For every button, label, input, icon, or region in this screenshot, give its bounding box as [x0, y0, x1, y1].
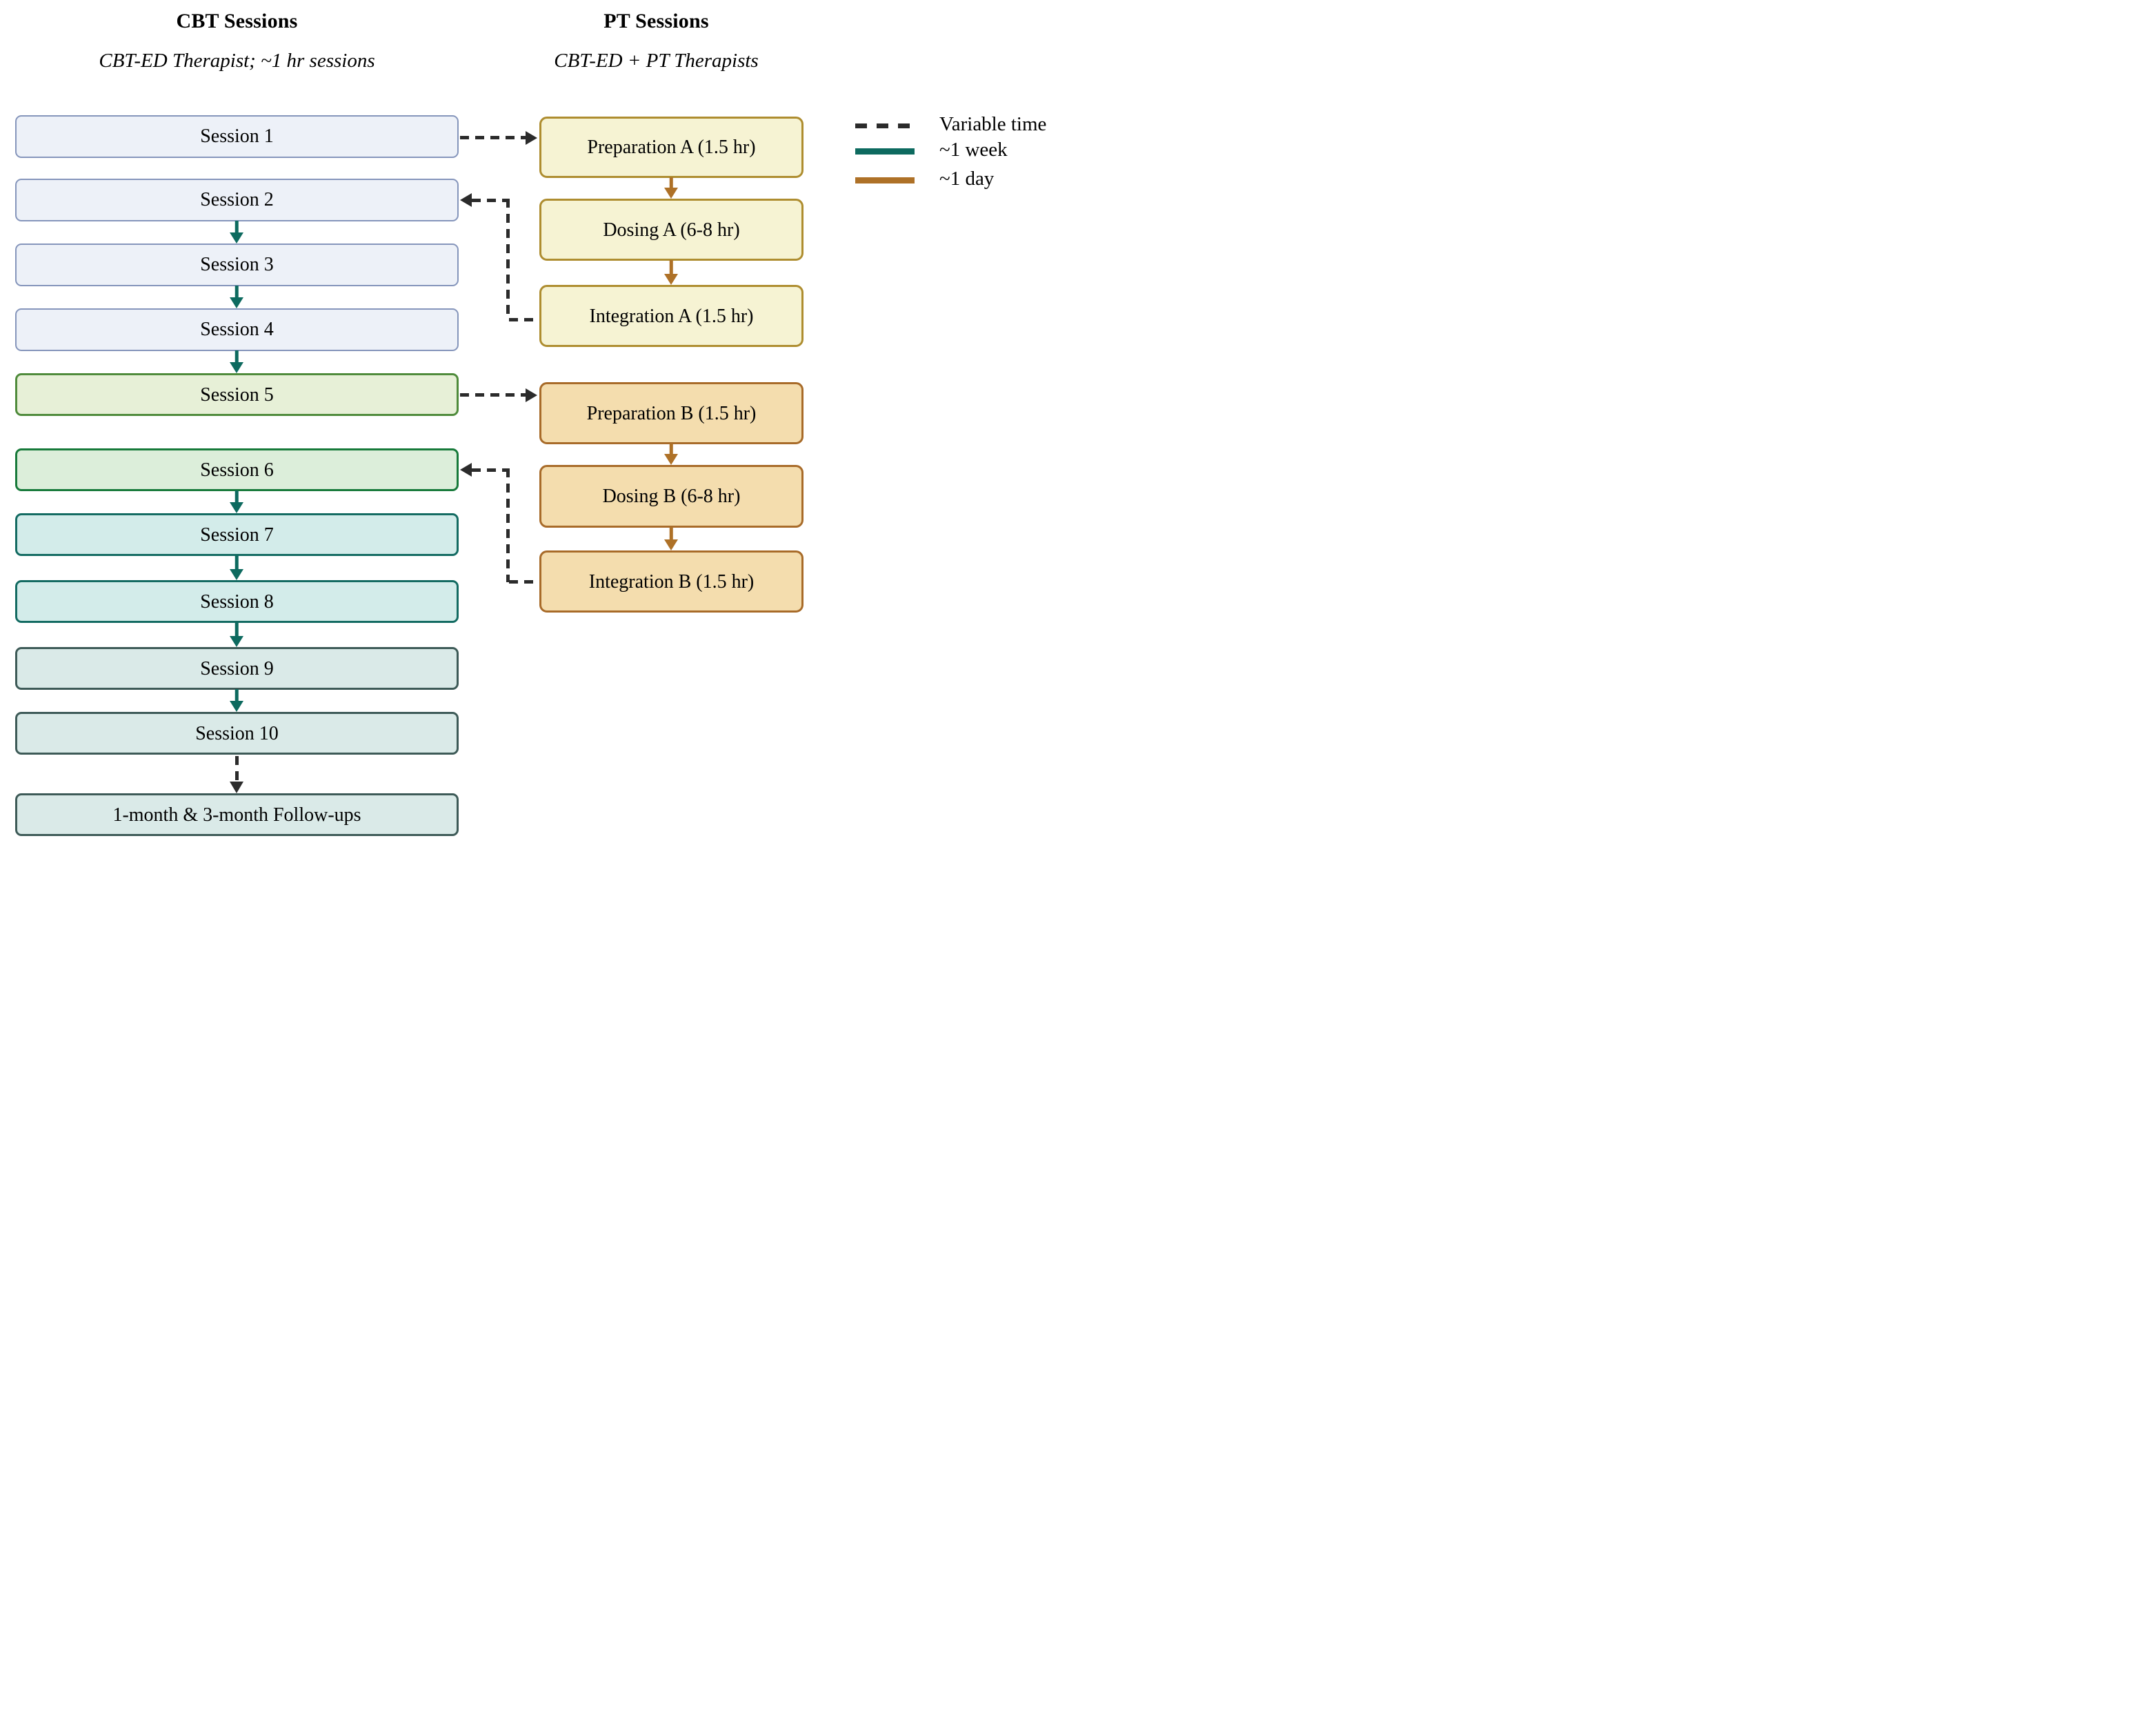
- variable-connector-integration-b-return-bottom: [509, 580, 539, 584]
- variable-connector-to-session6-head: [460, 463, 472, 477]
- variable-connector-session1-to-prep-a-head: [526, 131, 537, 145]
- session-4-box: Session 4: [15, 308, 459, 351]
- variable-connector-integration-a-return-bottom: [509, 318, 539, 321]
- week-arrow-session8-to-9: [228, 622, 245, 647]
- variable-connector-session5-to-prep-b-head: [526, 388, 537, 402]
- integration-b-box: Integration B (1.5 hr): [539, 550, 803, 613]
- week-arrow-session4-to-5: [228, 350, 245, 373]
- variable-connector-integration-b-return-top: [472, 468, 508, 472]
- variable-connector-session5-to-prep-b-line: [460, 393, 527, 397]
- session-8-label: Session 8: [200, 591, 274, 613]
- day-arrow-prep-a-to-dosing-a: [663, 177, 679, 199]
- cbt-column-title: CBT Sessions: [176, 10, 298, 32]
- integration-b-label: Integration B (1.5 hr): [588, 571, 755, 593]
- dosing-a-box: Dosing A (6-8 hr): [539, 199, 803, 261]
- variable-connector-session1-to-prep-a-line: [460, 136, 527, 139]
- session-5-box: Session 5: [15, 373, 459, 416]
- preparation-b-label: Preparation B (1.5 hr): [586, 403, 757, 424]
- session-1-box: Session 1: [15, 115, 459, 158]
- session-7-label: Session 7: [200, 524, 274, 546]
- preparation-a-label: Preparation A (1.5 hr): [587, 137, 756, 158]
- variable-arrow-session10-to-followups-line: [235, 756, 239, 784]
- session-6-label: Session 6: [200, 459, 274, 481]
- session-4-label: Session 4: [200, 319, 274, 340]
- session-9-box: Session 9: [15, 647, 459, 690]
- session-2-box: Session 2: [15, 179, 459, 221]
- session-1-label: Session 1: [200, 126, 274, 147]
- legend-dashed-line-sample: [855, 123, 915, 128]
- session-9-label: Session 9: [200, 658, 274, 679]
- variable-connector-to-session2-head: [460, 193, 472, 207]
- week-arrow-session3-to-4: [228, 286, 245, 308]
- preparation-b-box: Preparation B (1.5 hr): [539, 382, 803, 444]
- session-10-box: Session 10: [15, 712, 459, 755]
- pt-column-subtitle: CBT-ED + PT Therapists: [554, 50, 759, 72]
- session-10-label: Session 10: [195, 723, 279, 744]
- variable-connector-integration-a-return-vertical: [506, 199, 510, 320]
- week-arrow-session9-to-10: [228, 689, 245, 712]
- pt-column-title: PT Sessions: [603, 10, 709, 32]
- legend-day-line-sample: [855, 177, 915, 183]
- follow-ups-box: 1-month & 3-month Follow-ups: [15, 793, 459, 836]
- week-arrow-session6-to-7: [228, 490, 245, 513]
- legend-variable-time-label: Variable time: [939, 113, 1047, 135]
- dosing-a-label: Dosing A (6-8 hr): [603, 219, 740, 241]
- session-5-label: Session 5: [200, 384, 274, 406]
- variable-connector-integration-a-return-top: [472, 199, 508, 202]
- week-arrow-session7-to-8: [228, 555, 245, 580]
- day-arrow-dosing-a-to-integration-a: [663, 260, 679, 285]
- week-arrow-session2-to-3: [228, 221, 245, 244]
- preparation-a-box: Preparation A (1.5 hr): [539, 117, 803, 178]
- protocol-flow-diagram: CBT Sessions CBT-ED Therapist; ~1 hr ses…: [0, 0, 1078, 859]
- legend-week-line-sample: [855, 148, 915, 155]
- day-arrow-dosing-b-to-integration-b: [663, 527, 679, 550]
- dosing-b-label: Dosing B (6-8 hr): [602, 486, 741, 507]
- session-7-box: Session 7: [15, 513, 459, 556]
- session-8-box: Session 8: [15, 580, 459, 623]
- cbt-column-subtitle: CBT-ED Therapist; ~1 hr sessions: [99, 50, 375, 72]
- follow-ups-label: 1-month & 3-month Follow-ups: [112, 804, 361, 826]
- integration-a-box: Integration A (1.5 hr): [539, 285, 803, 347]
- session-3-label: Session 3: [200, 254, 274, 275]
- day-arrow-prep-b-to-dosing-b: [663, 444, 679, 465]
- session-3-box: Session 3: [15, 244, 459, 286]
- variable-connector-integration-b-return-vertical: [506, 468, 510, 582]
- legend-day-label: ~1 day: [939, 168, 995, 190]
- variable-arrow-session10-to-followups-head: [230, 782, 243, 793]
- dosing-b-box: Dosing B (6-8 hr): [539, 465, 803, 528]
- session-6-box: Session 6: [15, 448, 459, 491]
- integration-a-label: Integration A (1.5 hr): [589, 306, 754, 327]
- session-2-label: Session 2: [200, 189, 274, 210]
- legend-week-label: ~1 week: [939, 139, 1008, 161]
